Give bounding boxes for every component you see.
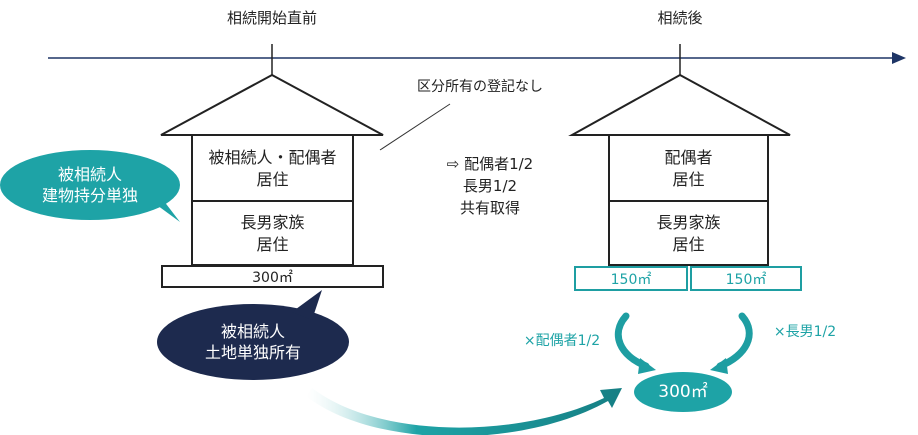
building-bubble-shape [0,150,180,222]
right-lower-room-line1: 長男家族 [656,213,721,232]
right-lower-room-line2: 居住 [672,235,705,254]
left-upper-room-line1: 被相続人・配偶者 [208,148,337,167]
left-upper-room: 被相続人・配偶者 居住 [192,137,353,201]
before-inheritance-label: 相続開始直前 [226,9,317,27]
land-bubble-shape [157,290,349,380]
spouse-share-label: ×配偶者1/2 [523,333,601,349]
transfer-note-line2: 長男1/2 [462,177,518,195]
building-bubble-line2: 建物持分単独 [41,186,138,205]
transfer-note-line3: 共有取得 [459,199,520,217]
total-area-shape [634,372,732,412]
timeline-axis [48,44,906,75]
right-lower-room: 長男家族 居住 [609,203,768,265]
right-land-right-label: 150㎡ [690,266,802,291]
transfer-arrow [306,388,622,435]
son-share-arrow [710,312,753,374]
left-lower-room-line2: 居住 [256,235,289,254]
left-house [160,73,384,288]
right-upper-room-line1: 配偶者 [664,148,713,167]
transfer-note: ⇨ 配偶者1/2 長男1/2 共有取得 [420,150,560,222]
left-upper-room-line2: 居住 [256,170,289,189]
son-share-label: ×長男1/2 [773,324,837,340]
no-division-registration-note: 区分所有の登記なし [417,79,543,95]
building-bubble-line1: 被相続人 [57,165,122,184]
land-bubble-line1: 被相続人 [220,322,285,341]
spouse-share-arrow [614,312,656,374]
land-ownership-bubble: 被相続人 土地単独所有 [170,320,336,364]
transfer-note-line1: ⇨ 配偶者1/2 [446,155,534,173]
building-share-bubble: 被相続人 建物持分単独 [10,163,170,207]
total-land-bubble: 300㎡ [658,381,708,402]
left-lower-room: 長男家族 居住 [192,203,353,265]
right-land-left-label: 150㎡ [574,266,688,291]
left-land-label: 300㎡ [252,269,293,286]
left-lower-room-line1: 長男家族 [240,213,305,232]
after-inheritance-label: 相続後 [657,9,703,27]
right-house [568,73,791,266]
land-bubble-line2: 土地単独所有 [204,343,301,362]
right-upper-room-line2: 居住 [672,170,705,189]
note-leader-line [379,103,451,151]
right-upper-room: 配偶者 居住 [609,137,768,201]
